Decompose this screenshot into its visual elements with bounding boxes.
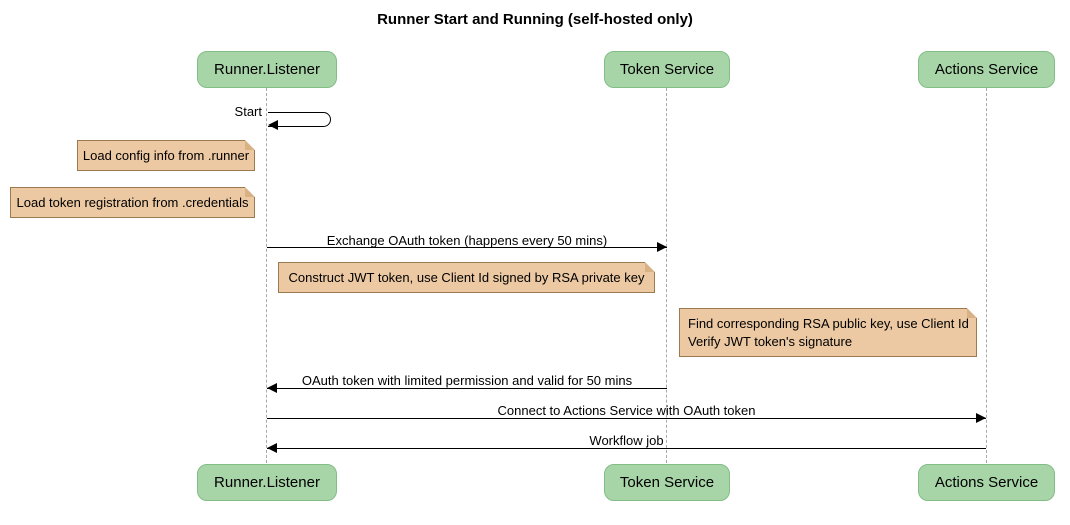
note-construct-jwt-text: Construct JWT token, use Client Id signe…	[288, 270, 645, 285]
arrowhead-exchange-oauth	[657, 242, 667, 252]
message-oauth-return-label: OAuth token with limited permission and …	[301, 373, 633, 388]
note-construct-jwt: Construct JWT token, use Client Id signe…	[278, 262, 655, 293]
arrowhead-workflow-job	[267, 443, 277, 453]
diagram-title: Runner Start and Running (self-hosted on…	[377, 11, 693, 28]
message-start-self-loop	[268, 112, 331, 127]
arrowhead-connect-actions	[976, 413, 986, 423]
note-find-rsa-line2: Verify JWT token's signature	[688, 333, 853, 349]
note-load-token-registration: Load token registration from .credential…	[10, 187, 255, 218]
message-workflow-job-line	[267, 448, 986, 449]
participant-token-service-bottom: Token Service	[604, 464, 730, 501]
participant-runner-listener-top: Runner.Listener	[197, 51, 337, 88]
message-workflow-job-label: Workflow job	[589, 433, 664, 448]
participant-actions-service-top: Actions Service	[918, 51, 1055, 88]
lifeline-runner-listener	[266, 88, 267, 463]
note-find-rsa: Find corresponding RSA public key, use C…	[679, 308, 977, 357]
participant-runner-listener-bottom: Runner.Listener	[197, 464, 337, 501]
note-load-config-text: Load config info from .runner	[82, 148, 250, 163]
lifeline-token-service	[666, 88, 667, 463]
arrowhead-oauth-return	[267, 383, 277, 393]
note-load-token-registration-text: Load token registration from .credential…	[16, 195, 249, 210]
message-exchange-oauth-line	[267, 247, 667, 248]
arrowhead-start	[268, 120, 278, 130]
message-connect-actions-line	[267, 418, 986, 419]
note-load-config: Load config info from .runner	[77, 140, 255, 171]
message-oauth-return-line	[267, 388, 667, 389]
message-start-label: Start	[234, 104, 262, 119]
note-find-rsa-lines: Find corresponding RSA public key, use C…	[688, 315, 969, 351]
participant-actions-service-bottom: Actions Service	[918, 464, 1055, 501]
message-connect-actions-label: Connect to Actions Service with OAuth to…	[497, 403, 756, 418]
note-find-rsa-line1: Find corresponding RSA public key, use C…	[688, 315, 969, 331]
lifeline-actions-service	[986, 88, 987, 463]
participant-token-service-top: Token Service	[604, 51, 730, 88]
message-exchange-oauth-label: Exchange OAuth token (happens every 50 m…	[326, 233, 608, 248]
